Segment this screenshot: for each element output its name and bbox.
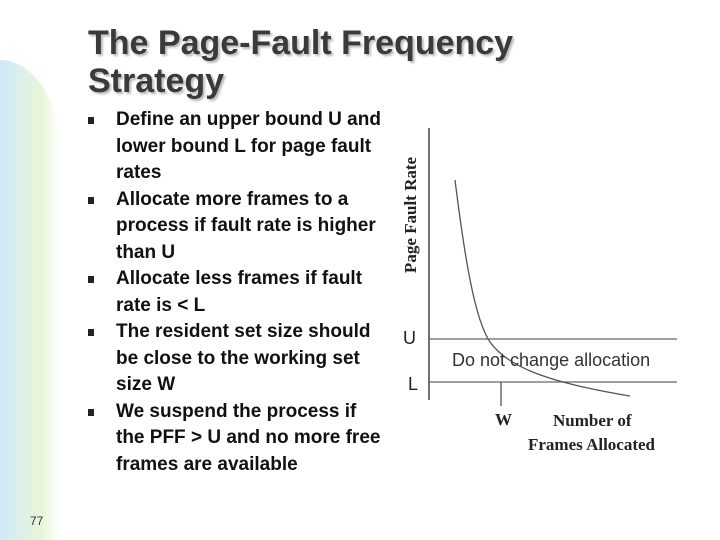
bullet-item: Allocate more frames to a process if fau… — [88, 187, 388, 267]
square-bullet-icon — [88, 196, 94, 204]
pff-diagram-svg: Page Fault Rate U L Do not change alloca… — [401, 128, 677, 454]
pff-diagram: Page Fault Rate U L Do not change alloca… — [395, 120, 695, 470]
bullet-text: We suspend the process if the PFF > U an… — [116, 400, 381, 475]
band-label: Do not change allocation — [452, 350, 650, 370]
page-number: 77 — [30, 514, 44, 528]
square-bullet-icon — [88, 117, 94, 124]
bullet-list: Define an upper bound U and lower bound … — [88, 107, 388, 478]
y-axis-label: Page Fault Rate — [401, 156, 420, 273]
bullet-item: Allocate less frames if fault rate is < … — [88, 266, 388, 319]
upper-bound-label: U — [403, 328, 416, 348]
bullet-item: We suspend the process if the PFF > U an… — [88, 399, 388, 479]
x-axis-label-line1: Number of — [553, 411, 632, 430]
decorative-left-band — [0, 60, 60, 540]
bullet-text: Define an upper bound U and lower bound … — [116, 109, 381, 183]
x-axis-label-line2: Frames Allocated — [528, 435, 656, 454]
bullet-text: Allocate less frames if fault rate is < … — [116, 268, 363, 316]
bullet-item: The resident set size should be close to… — [88, 319, 388, 399]
bullet-text: The resident set size should be close to… — [116, 321, 371, 395]
square-bullet-icon — [88, 408, 94, 416]
fault-rate-curve — [454, 179, 631, 397]
title-line-2: Strategy — [88, 62, 225, 100]
bullet-text: Allocate more frames to a process if fau… — [116, 188, 376, 263]
square-bullet-icon — [88, 329, 94, 336]
slide-title: The Page-Fault Frequency Strategy — [88, 24, 688, 100]
w-label: W — [495, 410, 512, 429]
bullet-item: Define an upper bound U and lower bound … — [88, 107, 388, 187]
title-line-1: The Page-Fault Frequency — [88, 24, 514, 62]
lower-bound-label: L — [408, 374, 418, 394]
square-bullet-icon — [88, 276, 94, 283]
